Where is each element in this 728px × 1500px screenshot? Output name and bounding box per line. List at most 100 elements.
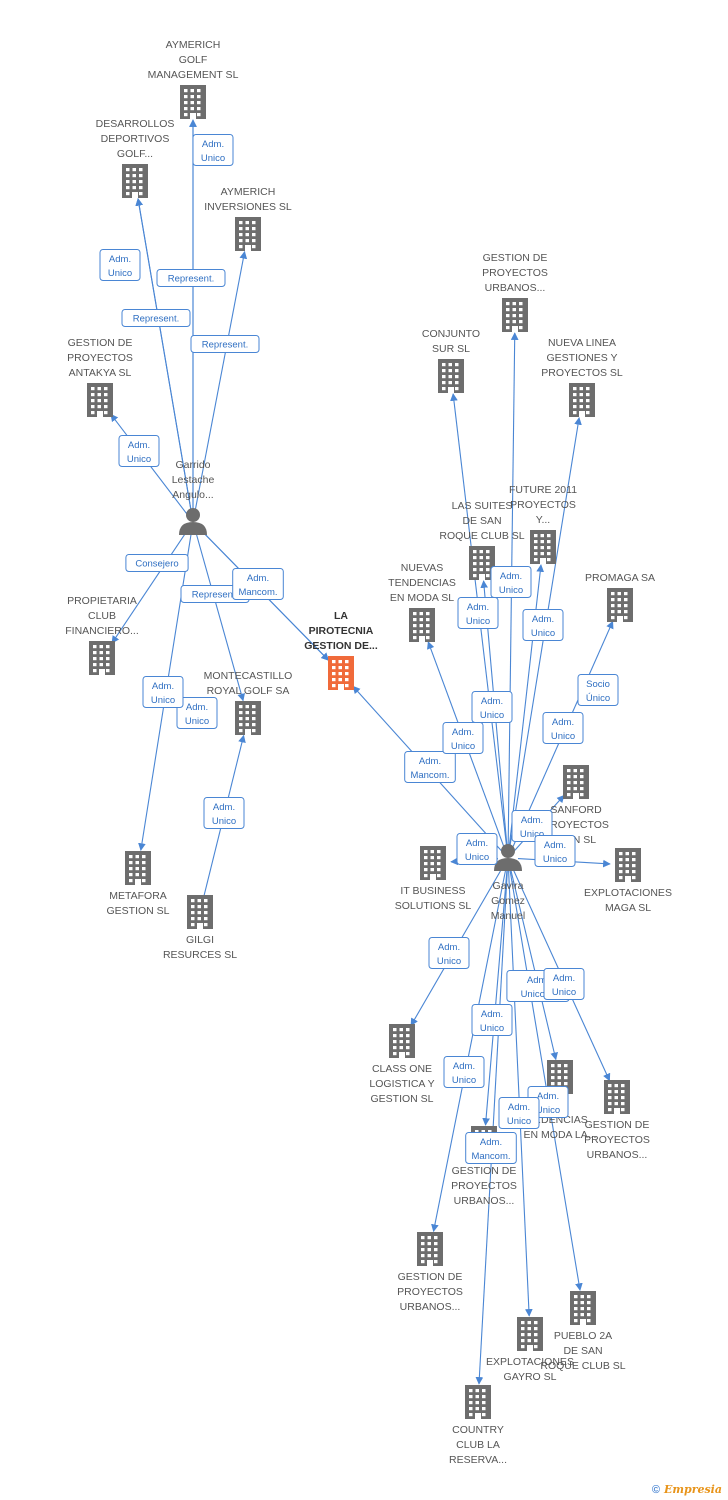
building-icon [604, 1080, 630, 1114]
role-badge[interactable]: Adm.Unico [456, 833, 498, 865]
node-gpu_right[interactable]: GESTION DEPROYECTOSURBANOS... [584, 1080, 650, 1161]
node-label-line: ROYAL GOLF SA [207, 685, 290, 697]
node-propietaria[interactable]: PROPIETARIACLUBFINANCIERO... [65, 595, 139, 675]
edge-gavira-to-nt_moda_la [509, 867, 558, 1061]
role-label: Unico,... [521, 989, 556, 1000]
role-badge[interactable]: Adm.Unico [428, 937, 470, 969]
role-badge[interactable]: Adm.Unico [118, 435, 160, 467]
role-label: Adm. [213, 802, 235, 813]
node-aymerich_inv[interactable]: AYMERICH INVERSIONES SL [204, 186, 292, 251]
building-icon [563, 765, 589, 799]
node-label-line: AYMERICH [221, 186, 276, 198]
role-badge[interactable]: Adm.Unico [542, 712, 584, 744]
role-label: Unico [466, 616, 490, 627]
role-label: Adm. [553, 973, 575, 984]
node-garrido[interactable]: GarridoLestacheAngulo... [172, 459, 215, 535]
node-label-line: FINANCIERO... [65, 625, 139, 637]
role-badge[interactable]: Represent. [121, 309, 191, 327]
node-desarrollos[interactable]: DESARROLLOSDEPORTIVOSGOLF... [96, 118, 175, 198]
node-label-line: INVERSIONES SL [204, 201, 292, 213]
role-badge[interactable]: Represent. [156, 269, 226, 287]
role-badge[interactable]: Adm.Mancom. [465, 1132, 517, 1164]
node-gpu_low[interactable]: GESTION DEPROYECTOSURBANOS... [397, 1232, 463, 1313]
node-label-line: MAGA SL [605, 902, 651, 914]
node-label-line: GOLF [179, 54, 208, 66]
node-label-line: NUEVAS [401, 562, 443, 574]
node-label-line: GESTION DE [452, 1165, 517, 1177]
role-label: Unico [499, 585, 523, 596]
role-badge[interactable]: Adm.Unico [192, 134, 234, 166]
role-label: Adm. [152, 681, 174, 692]
building-icon [89, 641, 115, 675]
role-label: Adm. [202, 139, 224, 150]
node-expl_maga[interactable]: EXPLOTACIONES MAGA SL [584, 848, 672, 914]
role-badge[interactable]: Consejero [125, 554, 189, 572]
node-montecastillo[interactable]: MONTECASTILLO ROYAL GOLF SA [204, 670, 293, 735]
node-label-line: MONTECASTILLO [204, 670, 293, 682]
node-label-line: LOGISTICA Y [369, 1078, 434, 1090]
role-badge[interactable]: Adm.Unico [490, 566, 532, 598]
node-future[interactable]: FUTURE 2011PROYECTOSY... [509, 484, 577, 564]
role-badge[interactable]: Adm.Mancom. [232, 568, 284, 600]
role-label: Unico [543, 854, 567, 865]
role-badge[interactable]: Adm.Unico [142, 676, 184, 708]
building-icon [465, 1385, 491, 1419]
node-label-line: GOLF... [117, 148, 153, 160]
role-badge[interactable]: Adm.Unico [471, 691, 513, 723]
role-badge[interactable]: Adm.Mancom. [404, 751, 456, 783]
role-label: Unico [536, 1105, 560, 1116]
role-label: Unico [437, 956, 461, 967]
node-label-line: GESTION SL [106, 905, 169, 917]
node-label-line: GILGI [186, 934, 214, 946]
node-label-line: EXPLOTACIONES [584, 887, 672, 899]
role-badge[interactable]: Adm.Unico [203, 797, 245, 829]
node-label-line: PROMAGA SA [585, 572, 655, 584]
role-badge[interactable]: Adm.Unico [511, 810, 553, 842]
role-badge[interactable]: Adm.Unico [443, 1056, 485, 1088]
role-badge[interactable]: Adm.Unico [442, 722, 484, 754]
node-label-line: Gomez [491, 895, 525, 907]
role-badge[interactable]: Adm.Unico [498, 1097, 540, 1129]
node-label-line: RESERVA... [449, 1454, 507, 1466]
role-badge[interactable]: Adm. Unico [543, 968, 585, 1000]
node-label-line: Manuel [491, 910, 525, 922]
role-badge[interactable]: Adm.Unico [99, 249, 141, 281]
node-label-line: ROQUE CLUB SL [439, 530, 524, 542]
role-label: Socio [586, 679, 610, 690]
role-badge[interactable]: Adm.Unico [471, 1004, 513, 1036]
node-label-line: SUR SL [432, 343, 470, 355]
node-promaga[interactable]: PROMAGA SA [585, 572, 655, 622]
role-badge[interactable]: Adm.Unico [457, 597, 499, 629]
node-label-line: ANTAKYA SL [69, 367, 132, 379]
role-badge[interactable]: Adm.Unico [534, 835, 576, 867]
node-label-line: PROPIETARIA [67, 595, 137, 607]
role-badge[interactable]: Adm.Unico [522, 609, 564, 641]
node-gpu_top[interactable]: GESTION DEPROYECTOSURBANOS... [482, 252, 548, 332]
role-label: Unico [552, 987, 576, 998]
node-label-line: PROYECTOS [584, 1134, 650, 1146]
node-label-line: Garrido [175, 459, 210, 471]
role-badge[interactable]: Represent. [190, 335, 260, 353]
node-label-line: PIROTECNIA [309, 625, 374, 637]
role-badge[interactable]: Adm.Unico [176, 697, 218, 729]
node-label-line: NUEVA LINEA [548, 337, 616, 349]
building-icon [180, 85, 206, 119]
